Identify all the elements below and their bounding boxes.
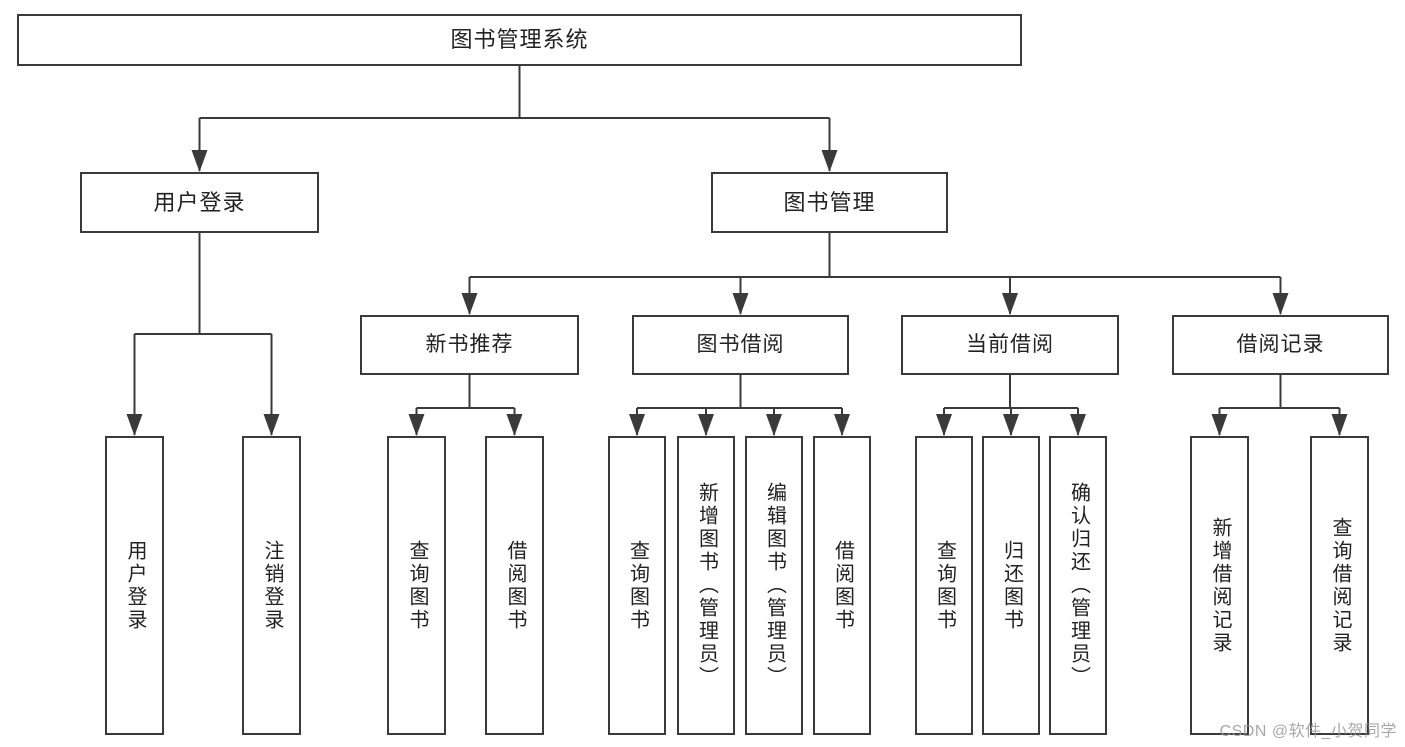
arrowhead-leaf-add-borrow-record bbox=[1211, 414, 1228, 436]
node-new-book-recommend[interactable]: 新书推荐 bbox=[360, 315, 579, 375]
node-label: 用户登录 bbox=[124, 539, 146, 632]
arrowhead-leaf-confirm-return bbox=[1070, 414, 1086, 436]
arrowhead-leaf-edit-book bbox=[766, 414, 782, 436]
node-leaf-borrow-book-2[interactable]: 借阅图书 bbox=[813, 436, 871, 735]
arrowhead-new-book-recommend bbox=[461, 293, 478, 315]
node-label: 当前借阅 bbox=[966, 332, 1054, 356]
node-leaf-query-book-1[interactable]: 查询图书 bbox=[387, 436, 446, 735]
node-leaf-add-borrow-record[interactable]: 新增借阅记录 bbox=[1190, 436, 1249, 735]
node-label: 查询图书 bbox=[933, 539, 956, 632]
arrowhead-leaf-query-book-1 bbox=[408, 414, 425, 436]
arrowhead-borrow-record bbox=[1272, 293, 1289, 315]
node-user-login[interactable]: 用户登录 bbox=[80, 172, 319, 233]
watermark-text: CSDN @软件_小贺同学 bbox=[1219, 723, 1397, 740]
node-leaf-query-book-2[interactable]: 查询图书 bbox=[608, 436, 666, 735]
node-leaf-user-login[interactable]: 用户登录 bbox=[105, 436, 164, 735]
node-label: 确认归还（管理员） bbox=[1067, 482, 1090, 689]
arrowhead-leaf-user-logout bbox=[263, 414, 280, 436]
arrowhead-leaf-query-borrow-record bbox=[1331, 414, 1348, 436]
arrowhead-leaf-borrow-book-2 bbox=[834, 414, 850, 436]
node-label: 编辑图书（管理员） bbox=[763, 482, 786, 689]
node-label: 借阅记录 bbox=[1236, 332, 1325, 356]
node-label: 借阅图书 bbox=[831, 539, 854, 632]
node-leaf-query-book-3[interactable]: 查询图书 bbox=[915, 436, 973, 735]
node-leaf-user-logout[interactable]: 注销登录 bbox=[242, 436, 301, 735]
node-label: 查询借阅记录 bbox=[1329, 516, 1351, 655]
node-label: 图书管理 bbox=[783, 189, 876, 215]
node-leaf-query-borrow-record[interactable]: 查询借阅记录 bbox=[1310, 436, 1369, 735]
node-borrow-record[interactable]: 借阅记录 bbox=[1172, 315, 1389, 375]
node-current-borrow[interactable]: 当前借阅 bbox=[901, 315, 1119, 375]
node-label: 新增借阅记录 bbox=[1209, 516, 1231, 655]
node-label: 图书借阅 bbox=[696, 332, 785, 356]
node-label: 查询图书 bbox=[406, 539, 428, 632]
node-label: 归还图书 bbox=[1000, 539, 1023, 632]
node-label: 用户登录 bbox=[153, 189, 246, 215]
arrowhead-leaf-borrow-book-1 bbox=[506, 414, 523, 436]
node-leaf-borrow-book-1[interactable]: 借阅图书 bbox=[485, 436, 544, 735]
node-leaf-add-book[interactable]: 新增图书（管理员） bbox=[677, 436, 735, 735]
node-root[interactable]: 图书管理系统 bbox=[17, 14, 1022, 66]
node-label: 图书管理系统 bbox=[450, 27, 589, 53]
node-book-borrow[interactable]: 图书借阅 bbox=[632, 315, 849, 375]
node-label: 借阅图书 bbox=[504, 539, 526, 632]
arrowhead-leaf-return-book bbox=[1003, 414, 1019, 436]
node-label: 新书推荐 bbox=[425, 332, 514, 356]
arrowhead-book-manage bbox=[821, 150, 838, 172]
node-leaf-edit-book[interactable]: 编辑图书（管理员） bbox=[745, 436, 803, 735]
arrowhead-leaf-query-book-2 bbox=[629, 414, 645, 436]
node-book-manage[interactable]: 图书管理 bbox=[711, 172, 948, 233]
node-label: 查询图书 bbox=[626, 539, 649, 632]
arrowhead-leaf-user-login bbox=[126, 414, 143, 436]
arrowhead-leaf-add-book bbox=[698, 414, 714, 436]
node-leaf-return-book[interactable]: 归还图书 bbox=[982, 436, 1040, 735]
node-leaf-confirm-return[interactable]: 确认归还（管理员） bbox=[1049, 436, 1107, 735]
node-label: 新增图书（管理员） bbox=[695, 482, 718, 689]
arrowhead-current-borrow bbox=[1002, 293, 1018, 315]
arrowhead-user-login bbox=[191, 150, 208, 172]
arrowhead-leaf-query-book-3 bbox=[936, 414, 952, 436]
node-label: 注销登录 bbox=[261, 539, 283, 632]
arrowhead-book-borrow bbox=[732, 293, 749, 315]
